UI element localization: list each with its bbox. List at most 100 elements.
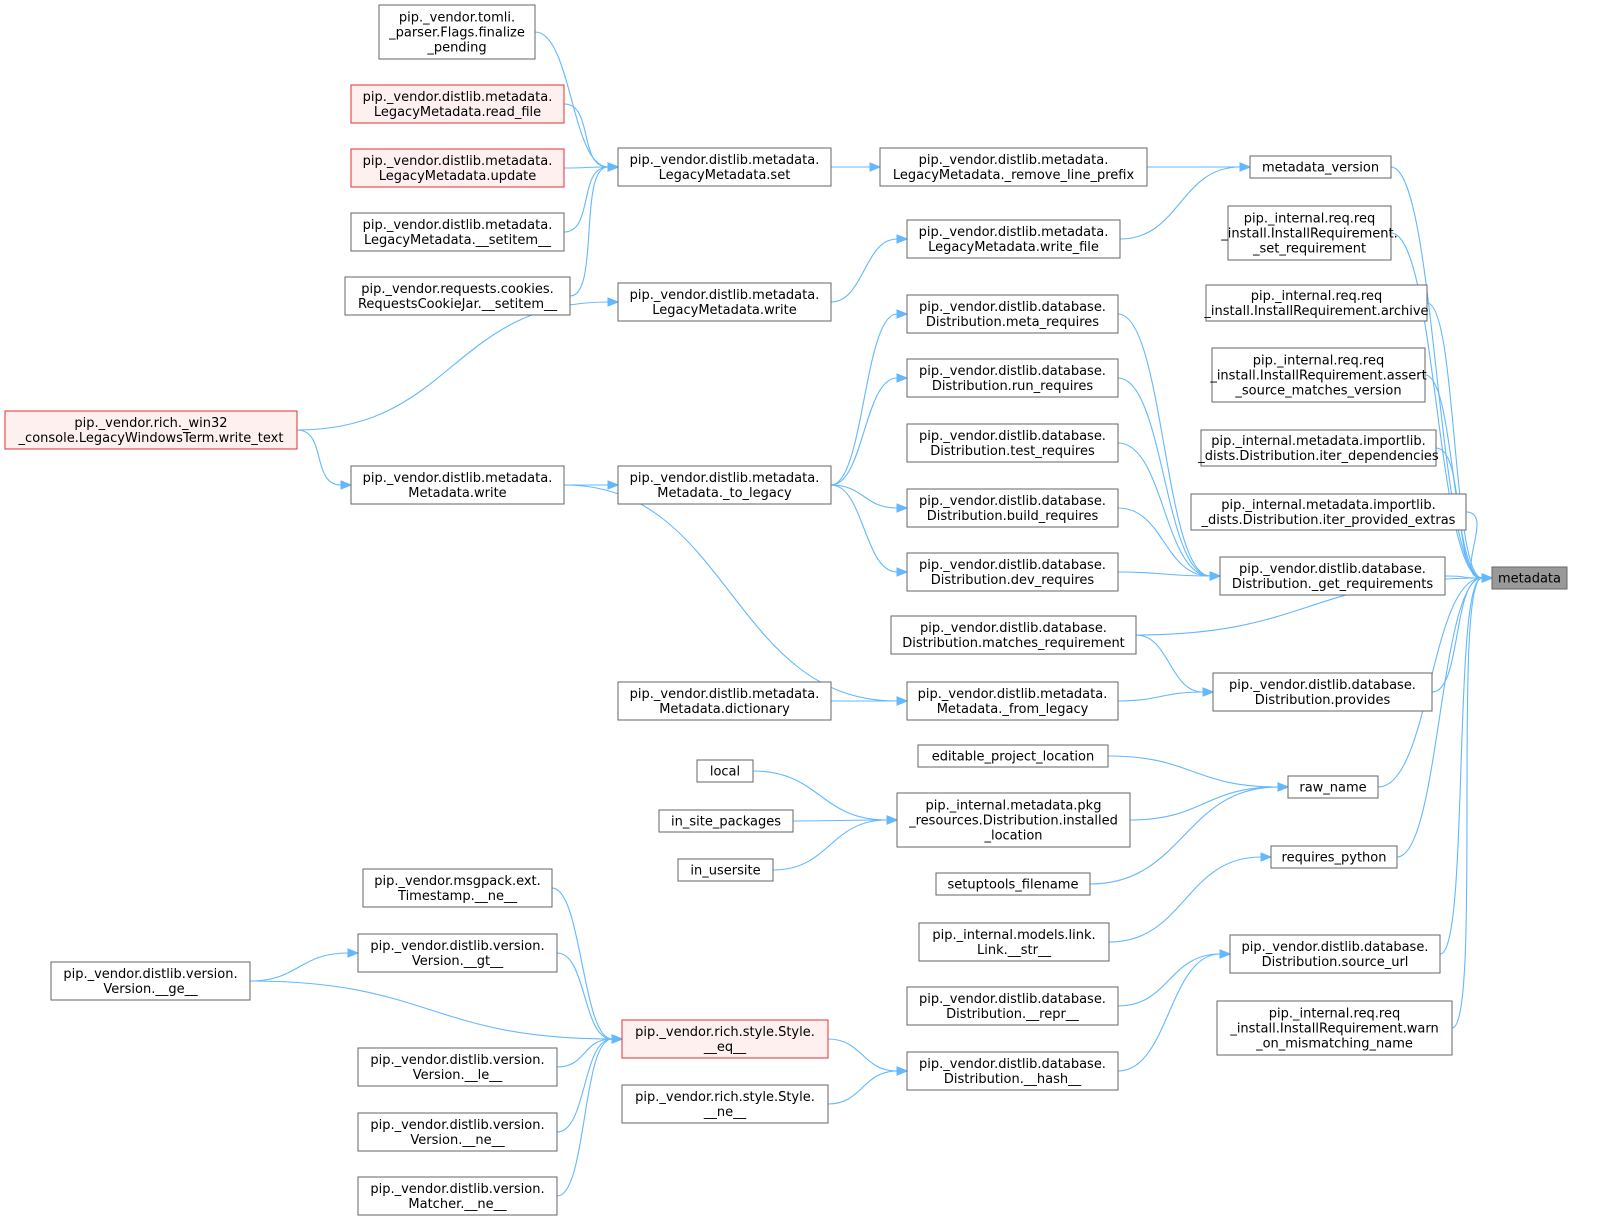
edge-arrowhead — [607, 162, 620, 172]
node-source-url[interactable]: pip._vendor.distlib.database.Distributio… — [1229, 934, 1441, 974]
edge-lm-update-to-lm-set — [563, 166, 609, 169]
node-version-gt[interactable]: pip._vendor.distlib.version.Version.__gt… — [357, 933, 558, 973]
node-link-str[interactable]: pip._internal.models.link.Link.__str__ — [918, 922, 1110, 962]
edge-to-legacy-to-build-requires — [830, 484, 898, 509]
node-iter-provided-extras[interactable]: pip._internal.metadata.importlib._dists.… — [1190, 493, 1467, 531]
node-label-line: pip._vendor.distlib.version. — [370, 939, 544, 954]
node-box — [917, 744, 1109, 768]
node-box — [890, 615, 1137, 655]
node-label-line: Distribution._get_requirements — [1232, 577, 1434, 592]
node-box — [906, 681, 1119, 721]
node-metadata-version[interactable]: metadata_version — [1249, 155, 1392, 179]
edge-version-gt-to-style-eq — [556, 952, 613, 1040]
node-box — [621, 1084, 829, 1124]
edge-editable-project-location-to-raw-name — [1107, 755, 1279, 788]
node-set-requirement[interactable]: pip._internal.req.req_install.InstallReq… — [1220, 205, 1398, 261]
edge-dev-requires-to-get-requirements — [1117, 571, 1211, 577]
node-label-line: Distribution.source_url — [1262, 955, 1409, 970]
node-get-requirements[interactable]: pip._vendor.distlib.database.Distributio… — [1219, 556, 1446, 596]
node-version-ne[interactable]: pip._vendor.distlib.version.Version.__ne… — [357, 1112, 558, 1152]
node-setuptools-filename[interactable]: setuptools_filename — [935, 872, 1091, 896]
node-dist-repr[interactable]: pip._vendor.distlib.database.Distributio… — [906, 986, 1119, 1026]
node-editable-project-location[interactable]: editable_project_location — [917, 744, 1109, 768]
edge-arrowhead — [1239, 162, 1252, 172]
node-to-legacy[interactable]: pip._vendor.distlib.metadata.Metadata._t… — [617, 465, 832, 505]
node-label-line: pip._vendor.distlib.metadata. — [630, 687, 820, 702]
node-lm-setitem[interactable]: pip._vendor.distlib.metadata.LegacyMetad… — [350, 212, 565, 252]
node-label-line: pip._vendor.distlib.metadata. — [630, 471, 820, 486]
node-matches-requirement[interactable]: pip._vendor.distlib.database.Distributio… — [890, 615, 1137, 655]
node-provides[interactable]: pip._vendor.distlib.database.Distributio… — [1212, 672, 1433, 712]
node-in-usersite[interactable]: in_usersite — [677, 858, 774, 882]
node-in-site-packages[interactable]: in_site_packages — [658, 809, 794, 833]
node-dist-hash[interactable]: pip._vendor.distlib.database.Distributio… — [906, 1051, 1119, 1091]
node-box — [1249, 155, 1392, 179]
node-installed-location[interactable]: pip._internal.metadata.pkg_resources.Dis… — [896, 792, 1131, 848]
node-md-dictionary[interactable]: pip._vendor.distlib.metadata.Metadata.di… — [617, 681, 832, 721]
node-style-ne[interactable]: pip._vendor.rich.style.Style.__ne__ — [621, 1084, 829, 1124]
node-write-text[interactable]: pip._vendor.rich._win32_console.LegacyWi… — [4, 410, 298, 450]
node-test-requires[interactable]: pip._vendor.distlib.database.Distributio… — [906, 423, 1119, 463]
node-label-line: Distribution.matches_requirement — [902, 636, 1125, 651]
node-label-line: pip._internal.metadata.pkg — [926, 799, 1102, 814]
node-run-requires[interactable]: pip._vendor.distlib.database.Distributio… — [906, 358, 1119, 398]
node-tomli-finalize[interactable]: pip._vendor.tomli._parser.Flags.finalize… — [378, 4, 536, 60]
node-label-line: Version.__le__ — [413, 1068, 503, 1083]
node-metadata[interactable]: metadata — [1491, 566, 1568, 590]
node-assert-source[interactable]: pip._internal.req.req_install.InstallReq… — [1209, 347, 1427, 403]
node-label-line: pip._vendor.distlib.database. — [1242, 940, 1429, 955]
node-read-file[interactable]: pip._vendor.distlib.metadata.LegacyMetad… — [350, 84, 565, 124]
edge-arrowhead — [869, 162, 882, 172]
node-label-line: pip._vendor.rich._win32 — [74, 416, 227, 431]
node-iter-dependencies[interactable]: pip._internal.metadata.importlib._dists.… — [1197, 429, 1439, 467]
node-box — [617, 681, 832, 721]
node-label-line: _parser.Flags.finalize — [388, 26, 525, 41]
edge-test-requires-to-get-requirements — [1117, 442, 1211, 577]
node-label-line: pip._internal.req.req — [1251, 289, 1383, 304]
node-lm-write[interactable]: pip._vendor.distlib.metadata.LegacyMetad… — [617, 282, 832, 322]
node-remove-line-prefix[interactable]: pip._vendor.distlib.metadata.LegacyMetad… — [879, 147, 1148, 187]
node-box — [906, 219, 1121, 259]
node-meta-requires[interactable]: pip._vendor.distlib.database.Distributio… — [906, 294, 1119, 334]
edge-arrowhead — [896, 234, 909, 244]
node-box — [357, 1112, 558, 1152]
node-box — [1229, 934, 1441, 974]
node-label-line: pip._internal.req.req — [1244, 212, 1376, 227]
node-cookiejar-setitem[interactable]: pip._vendor.requests.cookies.RequestsCoo… — [344, 276, 571, 316]
node-box — [350, 148, 565, 188]
node-version-le[interactable]: pip._vendor.distlib.version.Version.__le… — [357, 1047, 558, 1087]
node-requires-python[interactable]: requires_python — [1270, 845, 1398, 869]
edge-arrowhead — [896, 503, 909, 513]
node-raw-name[interactable]: raw_name — [1287, 775, 1379, 799]
node-lm-update[interactable]: pip._vendor.distlib.metadata.LegacyMetad… — [350, 148, 565, 188]
edge-arrowhead — [1277, 782, 1290, 792]
node-warn-on-mismatching[interactable]: pip._internal.req.req_install.InstallReq… — [1216, 1000, 1453, 1056]
node-lm-set[interactable]: pip._vendor.distlib.metadata.LegacyMetad… — [617, 147, 832, 187]
node-label-line: pip._vendor.distlib.database. — [919, 558, 1106, 573]
node-label-line: _pending — [426, 41, 486, 56]
node-box — [617, 465, 832, 505]
node-dev-requires[interactable]: pip._vendor.distlib.database.Distributio… — [906, 552, 1119, 592]
node-local[interactable]: local — [696, 759, 754, 783]
node-label-line: pip._vendor.distlib.metadata. — [919, 153, 1109, 168]
node-label-line: Metadata._from_legacy — [937, 702, 1089, 717]
node-label-line: LegacyMetadata.read_file — [374, 105, 541, 120]
node-build-requires[interactable]: pip._vendor.distlib.database.Distributio… — [906, 488, 1119, 528]
node-box — [896, 792, 1131, 848]
node-write-file[interactable]: pip._vendor.distlib.metadata.LegacyMetad… — [906, 219, 1121, 259]
node-archive[interactable]: pip._internal.req.req_install.InstallReq… — [1203, 284, 1429, 322]
node-from-legacy[interactable]: pip._vendor.distlib.metadata.Metadata._f… — [906, 681, 1119, 721]
node-label-line: pip._vendor.rich.style.Style. — [635, 1025, 815, 1040]
node-msgpack-ne[interactable]: pip._vendor.msgpack.ext.Timestamp.__ne__ — [362, 868, 553, 908]
node-label-line: Distribution.dev_requires — [931, 573, 1095, 588]
edge-arrowhead — [896, 567, 909, 577]
node-label-line: Version.__gt__ — [412, 954, 504, 969]
node-label-line: Version.__ge__ — [103, 982, 198, 997]
edge-arrowhead — [896, 309, 909, 319]
node-style-eq[interactable]: pip._vendor.rich.style.Style.__eq__ — [621, 1019, 829, 1059]
node-md-write[interactable]: pip._vendor.distlib.metadata.Metadata.wr… — [350, 465, 565, 505]
node-version-ge[interactable]: pip._vendor.distlib.version.Version.__ge… — [50, 961, 251, 1001]
node-matcher-ne[interactable]: pip._vendor.distlib.version.Matcher.__ne… — [357, 1176, 558, 1216]
edge-dist-repr-to-source-url — [1117, 953, 1221, 1007]
edge-source-url-to-metadata — [1439, 577, 1483, 955]
